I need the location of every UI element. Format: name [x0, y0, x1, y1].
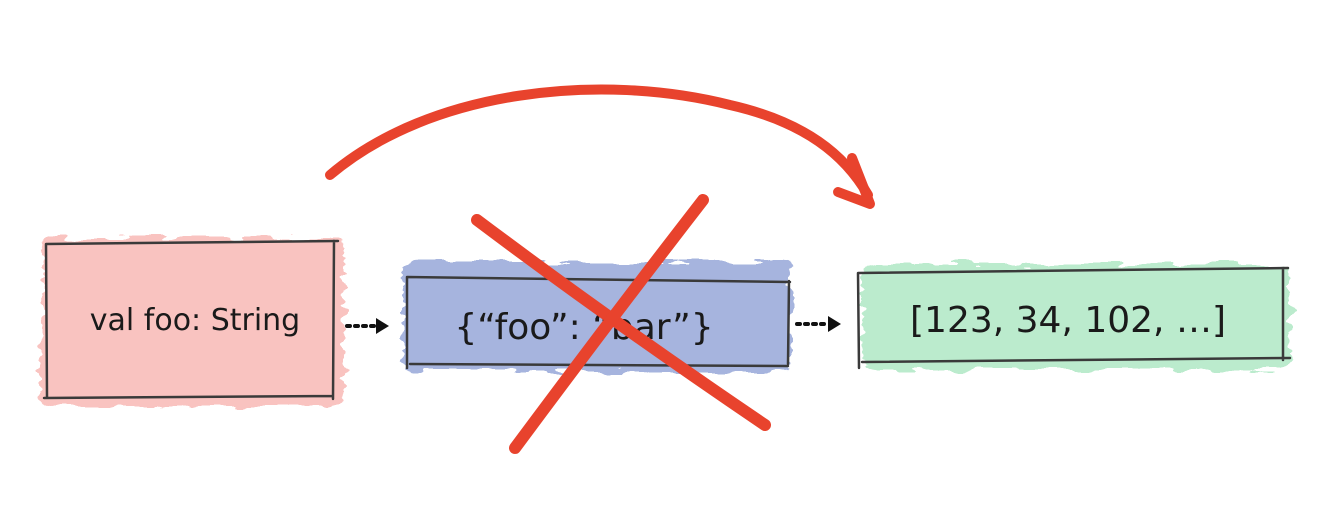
source-box-fill	[42, 238, 344, 406]
curved-arrow-icon	[325, 84, 875, 209]
bytes-box-outline	[856, 266, 1292, 370]
json-box: {“foo”: “bar”}	[403, 262, 792, 372]
source-box-outline	[42, 239, 340, 401]
bytes-box-fill	[862, 264, 1290, 370]
json-box-fill	[403, 262, 791, 372]
json-box-label: {“foo”: “bar”}	[454, 307, 713, 348]
bytes-box-label: [123, 34, 102, …]	[910, 300, 1226, 341]
source-box: val foo: String	[42, 238, 344, 406]
bytes-box: [123, 34, 102, …]	[856, 264, 1292, 370]
json-box-outline	[405, 275, 792, 370]
x-cross-icon	[471, 194, 771, 454]
dotted-arrow-icon	[795, 316, 841, 332]
dotted-arrow-icon	[345, 318, 389, 334]
source-box-label: val foo: String	[90, 303, 300, 338]
